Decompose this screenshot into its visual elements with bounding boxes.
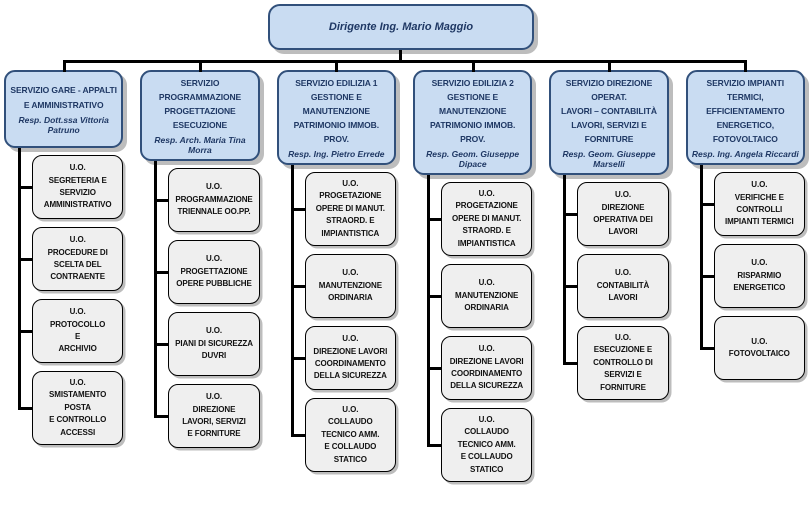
service-header: SERVIZIO GARE - APPALTI E AMMINISTRATIVO… xyxy=(4,60,124,148)
unit-box: U.O. PROGETAZIONE OPERE DI MANUT. STRAOR… xyxy=(426,175,533,264)
unit-list: U.O. PROGETAZIONE OPERE DI MANUT. STRAOR… xyxy=(413,175,533,482)
unit-label: U.O. PROGETTAZIONE OPERE PUBBLICHE xyxy=(176,254,252,289)
service-title: SERVIZIO DIREZIONE OPERAT. LAVORI – CONT… xyxy=(561,78,657,145)
connector-horizontal-line xyxy=(63,60,746,63)
unit-list: U.O. VERIFICHE E CONTROLLI IMPIANTI TERM… xyxy=(686,165,805,381)
service-title: SERVIZIO EDILIZIA 2 GESTIONE E MANUTENZI… xyxy=(429,78,516,145)
column-servizio-programmazione: SERVIZIO PROGRAMMAZIONE PROGETTAZIONE ES… xyxy=(140,59,260,449)
column-servizio-edilizia-2: SERVIZIO EDILIZIA 2 GESTIONE E MANUTENZI… xyxy=(412,59,533,482)
column-servizio-edilizia-1: SERVIZIO EDILIZIA 1 GESTIONE E MANUTENZI… xyxy=(276,59,396,472)
unit-label: U.O. MANUTENZIONE ORDINARIA xyxy=(455,278,519,313)
service-responsabile: Resp. Ing. Angela Riccardi xyxy=(691,149,799,160)
service-responsabile: Resp. Dott.ssa Vittoria Patruno xyxy=(18,114,109,135)
unit-label: U.O. PROGETAZIONE OPERE DI MANUT. STRAOR… xyxy=(452,189,522,248)
unit-box: U.O. ESECUZIONE E CONTROLLO DI SERVIZI E… xyxy=(563,318,669,401)
service-header: SERVIZIO IMPIANTI TERMICI, EFFICIENTAMEN… xyxy=(685,59,805,166)
unit-box: U.O. MANUTENZIONE ORDINARIA xyxy=(290,246,396,327)
unit-box: U.O. DIREZIONE LAVORI COORDINAMENTO DELL… xyxy=(426,328,533,409)
unit-box: U.O. PROGETAZIONE OPERE DI MANUT. STRAOR… xyxy=(290,165,396,254)
service-responsabile: Resp. Geom. Giuseppe Dipace xyxy=(426,149,520,170)
director-box: Dirigente Ing. Mario Maggio xyxy=(268,4,534,50)
unit-box: U.O. FOTOVOLTAICO xyxy=(699,308,805,381)
service-header: SERVIZIO DIREZIONE OPERAT. LAVORI – CONT… xyxy=(549,59,669,176)
service-responsabile: Resp. Arch. Maria Tina Morra xyxy=(154,135,246,156)
unit-label: U.O. PROCEDURE DI SCELTA DEL CONTRAENTE xyxy=(47,235,108,282)
unit-label: U.O. SMISTAMENTO POSTA E CONTROLLO ACCES… xyxy=(49,378,107,437)
unit-box: U.O. DIREZIONE LAVORI COORDINAMENTO DELL… xyxy=(290,318,396,399)
unit-label: U.O. PROGRAMMAZIONE TRIENNALE OO.PP. xyxy=(175,182,253,217)
connector-trunk-line xyxy=(399,50,402,61)
unit-box: U.O. DIREZIONE OPERATIVA DEI LAVORI xyxy=(563,175,669,255)
unit-box: U.O. SEGRETERIA E SERVIZIO AMMINISTRATIV… xyxy=(17,148,124,227)
unit-box: U.O. DIREZIONE LAVORI, SERVIZI E FORNITU… xyxy=(154,376,260,449)
unit-label: U.O. RISPARMIO ENERGETICO xyxy=(733,258,786,293)
unit-label: U.O. MANUTENZIONE ORDINARIA xyxy=(318,268,382,303)
unit-label: U.O. DIREZIONE OPERATIVA DEI LAVORI xyxy=(593,190,653,237)
unit-label: U.O. COLLAUDO TECNICO AMM. E COLLAUDO ST… xyxy=(321,405,380,464)
service-responsabile: Resp. Geom. Giuseppe Marselli xyxy=(562,149,656,170)
column-servizio-impianti-termici: SERVIZIO IMPIANTI TERMICI, EFFICIENTAMEN… xyxy=(685,59,805,381)
column-servizio-gare-appalti: SERVIZIO GARE - APPALTI E AMMINISTRATIVO… xyxy=(4,60,124,445)
unit-box: U.O. PROGETTAZIONE OPERE PUBBLICHE xyxy=(154,232,260,313)
unit-list: U.O. PROGETAZIONE OPERE DI MANUT. STRAOR… xyxy=(277,165,396,472)
service-title: SERVIZIO GARE - APPALTI E AMMINISTRATIVO xyxy=(10,85,117,110)
unit-box: U.O. PROCEDURE DI SCELTA DEL CONTRAENTE xyxy=(17,219,124,299)
unit-box: U.O. CONTABILITÀ LAVORI xyxy=(563,246,669,327)
unit-label: U.O. PIANI DI SICUREZZA DUVRI xyxy=(175,326,253,361)
unit-box: U.O. COLLAUDO TECNICO AMM. E COLLAUDO ST… xyxy=(290,390,396,472)
unit-box: U.O. SMISTAMENTO POSTA E CONTROLLO ACCES… xyxy=(17,363,124,445)
unit-list: U.O. DIREZIONE OPERATIVA DEI LAVORI U.O.… xyxy=(549,175,669,401)
unit-box: U.O. RISPARMIO ENERGETICO xyxy=(699,236,805,317)
unit-box: U.O. VERIFICHE E CONTROLLI IMPIANTI TERM… xyxy=(699,165,805,245)
service-responsabile: Resp. Ing. Pietro Errede xyxy=(288,149,385,160)
column-servizio-direzione-operativa: SERVIZIO DIREZIONE OPERAT. LAVORI – CONT… xyxy=(549,59,669,401)
unit-label: U.O. PROGETAZIONE OPERE DI MANUT. STRAOR… xyxy=(315,179,385,238)
service-columns: SERVIZIO GARE - APPALTI E AMMINISTRATIVO… xyxy=(4,59,805,482)
unit-label: U.O. COLLAUDO TECNICO AMM. E COLLAUDO ST… xyxy=(457,415,516,474)
unit-box: U.O. PROGRAMMAZIONE TRIENNALE OO.PP. xyxy=(154,161,260,241)
service-header: SERVIZIO EDILIZIA 2 GESTIONE E MANUTENZI… xyxy=(412,59,533,176)
director-label: Dirigente Ing. Mario Maggio xyxy=(328,21,474,33)
service-header: SERVIZIO PROGRAMMAZIONE PROGETTAZIONE ES… xyxy=(140,59,260,162)
unit-box: U.O. MANUTENZIONE ORDINARIA xyxy=(426,256,533,337)
unit-label: U.O. CONTABILITÀ LAVORI xyxy=(596,268,650,303)
unit-box: U.O. COLLAUDO TECNICO AMM. E COLLAUDO ST… xyxy=(426,400,533,482)
unit-list: U.O. SEGRETERIA E SERVIZIO AMMINISTRATIV… xyxy=(4,148,124,445)
unit-label: U.O. DIREZIONE LAVORI, SERVIZI E FORNITU… xyxy=(182,392,246,439)
unit-label: U.O. DIREZIONE LAVORI COORDINAMENTO DELL… xyxy=(313,334,388,381)
unit-label: U.O. PROTOCOLLO E ARCHIVIO xyxy=(50,307,106,354)
unit-list: U.O. PROGRAMMAZIONE TRIENNALE OO.PP. U.O… xyxy=(140,161,260,449)
unit-label: U.O. ESECUZIONE E CONTROLLO DI SERVIZI E… xyxy=(593,333,653,392)
service-title: SERVIZIO PROGRAMMAZIONE PROGETTAZIONE ES… xyxy=(158,78,242,131)
service-title: SERVIZIO IMPIANTI TERMICI, EFFICIENTAMEN… xyxy=(706,78,785,145)
unit-box: U.O. PROTOCOLLO E ARCHIVIO xyxy=(17,291,124,371)
unit-label: U.O. FOTOVOLTAICO xyxy=(728,336,790,359)
service-header: SERVIZIO EDILIZIA 1 GESTIONE E MANUTENZI… xyxy=(276,59,396,166)
service-title: SERVIZIO EDILIZIA 1 GESTIONE E MANUTENZI… xyxy=(293,78,379,145)
unit-label: U.O. DIREZIONE LAVORI COORDINAMENTO DELL… xyxy=(449,344,524,391)
unit-label: U.O. VERIFICHE E CONTROLLI IMPIANTI TERM… xyxy=(724,180,794,227)
unit-label: U.O. SEGRETERIA E SERVIZIO AMMINISTRATIV… xyxy=(43,163,112,210)
unit-box: U.O. PIANI DI SICUREZZA DUVRI xyxy=(154,304,260,385)
